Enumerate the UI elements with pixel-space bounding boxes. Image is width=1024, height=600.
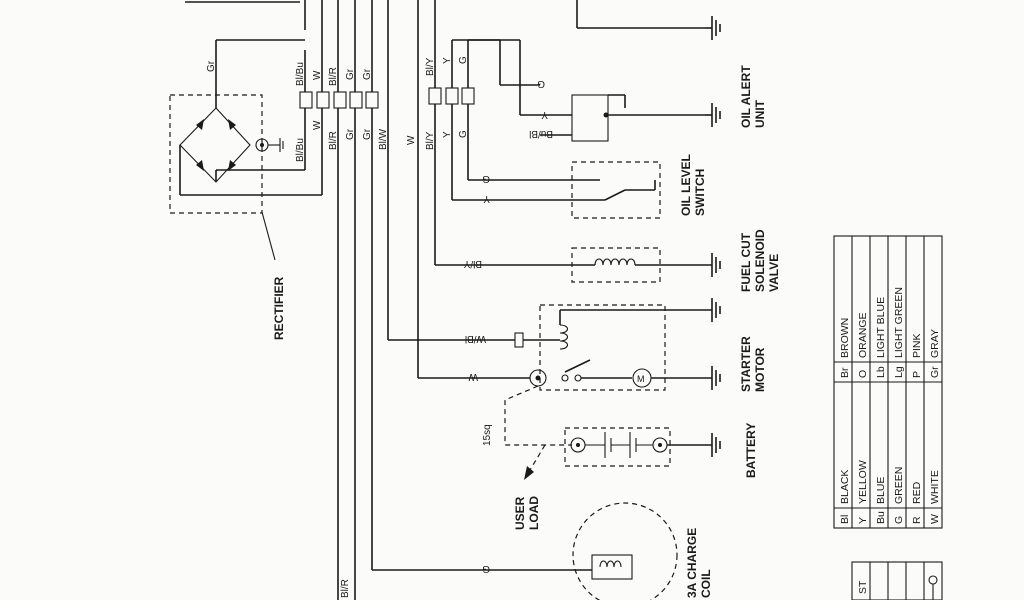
- main-harness-lines: [185, 0, 705, 50]
- legend-code: Lb: [875, 366, 887, 378]
- wire-label: Gr: [362, 68, 373, 80]
- legend-name: RED: [911, 481, 923, 504]
- legend-code: Bu: [875, 511, 887, 524]
- legend-code: Bl: [839, 515, 851, 524]
- wire-label: W: [312, 120, 323, 130]
- wire-label: Bl/Y: [425, 57, 436, 76]
- legend-code: W: [929, 514, 941, 524]
- connector-left: Bl/Bu W Bl/R Gr Gr Bl/Bu W Bl/R Gr Gr Bl…: [295, 50, 389, 600]
- wire-label: G: [458, 56, 469, 64]
- switch-table-header: ST: [857, 580, 869, 594]
- oil-alert-unit: OIL ALERT UNIT: [540, 65, 767, 142]
- wire-label: G: [482, 563, 490, 574]
- wire-label: Bl/Bu: [295, 62, 306, 86]
- battery: 15sq BATTERY USER LOAD: [482, 385, 758, 530]
- legend-name: LIGHT GREEN: [893, 287, 905, 358]
- component-label: OIL LEVEL: [679, 154, 693, 216]
- legend-name: GREEN: [893, 467, 905, 504]
- legend-code: O: [857, 370, 869, 378]
- rectifier-label: RECTIFIER: [272, 276, 286, 340]
- wire-label: Bu/Bl: [529, 128, 553, 139]
- wire-label: W: [312, 70, 323, 80]
- wire-label: Y: [483, 193, 490, 204]
- starter-wires: W W/Bl W: [387, 0, 530, 382]
- wire-label: Bl/Bu: [295, 138, 306, 162]
- legend-name: BLACK: [839, 470, 851, 504]
- legend-code: Lg: [893, 366, 905, 378]
- legend-name: PINK: [911, 333, 923, 358]
- legend-name: LIGHT BLUE: [875, 297, 887, 358]
- oil-level-switch: OIL LEVEL SWITCH: [571, 154, 707, 219]
- wire-label: 15sq: [482, 424, 493, 446]
- switch-table-node: [928, 575, 938, 585]
- wire-label-gr: Gr: [206, 60, 217, 72]
- component-label: COIL: [699, 569, 713, 598]
- component-label: MOTOR: [753, 347, 767, 392]
- wire-label: G: [482, 173, 490, 184]
- legend-right-names: BROWN ORANGE LIGHT BLUE LIGHT GREEN PINK…: [839, 287, 941, 358]
- ground-symbol: [705, 16, 721, 40]
- component-label: FUEL CUT: [739, 232, 753, 292]
- wire-label: W/Bl: [465, 333, 486, 344]
- wire-label: Bl/Y: [425, 131, 436, 150]
- wire-label: Y: [442, 57, 453, 64]
- switch-table: ST: [851, 561, 943, 600]
- wire-label: Gr: [345, 128, 356, 140]
- wire-label: Y: [442, 131, 453, 138]
- component-label: STARTER: [739, 336, 753, 392]
- legend-left-codes: Bl Y Bu G R W: [839, 511, 941, 524]
- wire-label: Bl/R: [328, 131, 339, 150]
- legend-code: R: [911, 516, 923, 524]
- wire-label: Bl/R: [328, 67, 339, 86]
- wire-label: Y: [541, 109, 548, 120]
- charge-coil: G 3A CHARGE COIL: [372, 502, 713, 600]
- wire-label: W: [406, 135, 417, 145]
- legend-name: WHITE: [929, 470, 941, 504]
- wire-label: G: [458, 130, 469, 138]
- rectifier: RECTIFIER Gr: [169, 39, 322, 340]
- color-legend: Bl Y Bu G R W BLACK YELLOW BLUE GREEN RE…: [833, 235, 943, 529]
- wire-label: G: [537, 78, 545, 89]
- legend-name: ORANGE: [857, 312, 869, 358]
- legend-code: P: [911, 371, 923, 378]
- component-label: BATTERY: [744, 423, 758, 478]
- component-label: SWITCH: [693, 169, 707, 216]
- legend-name: BLUE: [875, 477, 887, 504]
- legend-name: BROWN: [839, 318, 851, 358]
- component-label: USER: [513, 496, 527, 530]
- legend-code: Br: [839, 367, 851, 378]
- component-label: OIL ALERT: [739, 65, 753, 128]
- legend-code: Y: [857, 517, 869, 524]
- wire-label: Bl/R: [340, 579, 351, 598]
- component-label: VALVE: [767, 254, 781, 292]
- component-label: SOLENOID: [753, 229, 767, 292]
- starter-motor: M STARTER MOTOR: [514, 298, 767, 392]
- legend-left-names: BLACK YELLOW BLUE GREEN RED WHITE: [839, 460, 941, 504]
- component-label: LOAD: [527, 496, 541, 530]
- component-label: UNIT: [753, 99, 767, 128]
- legend-name: YELLOW: [857, 460, 869, 504]
- wire-label: Gr: [362, 128, 373, 140]
- legend-right-codes: Br O Lb Lg P Gr: [839, 366, 941, 378]
- connector-right: Bl/Y Y G Bl/Y Y G G Y Bu/Bl G Y Bl/Y: [425, 39, 572, 269]
- wire-label: W: [468, 371, 478, 382]
- legend-code: G: [893, 516, 905, 524]
- fuel-cut-solenoid: FUEL CUT SOLENOID VALVE: [571, 229, 781, 292]
- wire-label: Bl/Y: [463, 258, 482, 269]
- wire-label: Bl/W: [378, 128, 389, 150]
- component-label: 3A CHARGE: [685, 528, 699, 598]
- legend-code: Gr: [929, 366, 941, 378]
- legend-name: GRAY: [929, 329, 941, 358]
- svg-text:M: M: [637, 374, 645, 384]
- wire-label: Gr: [345, 68, 356, 80]
